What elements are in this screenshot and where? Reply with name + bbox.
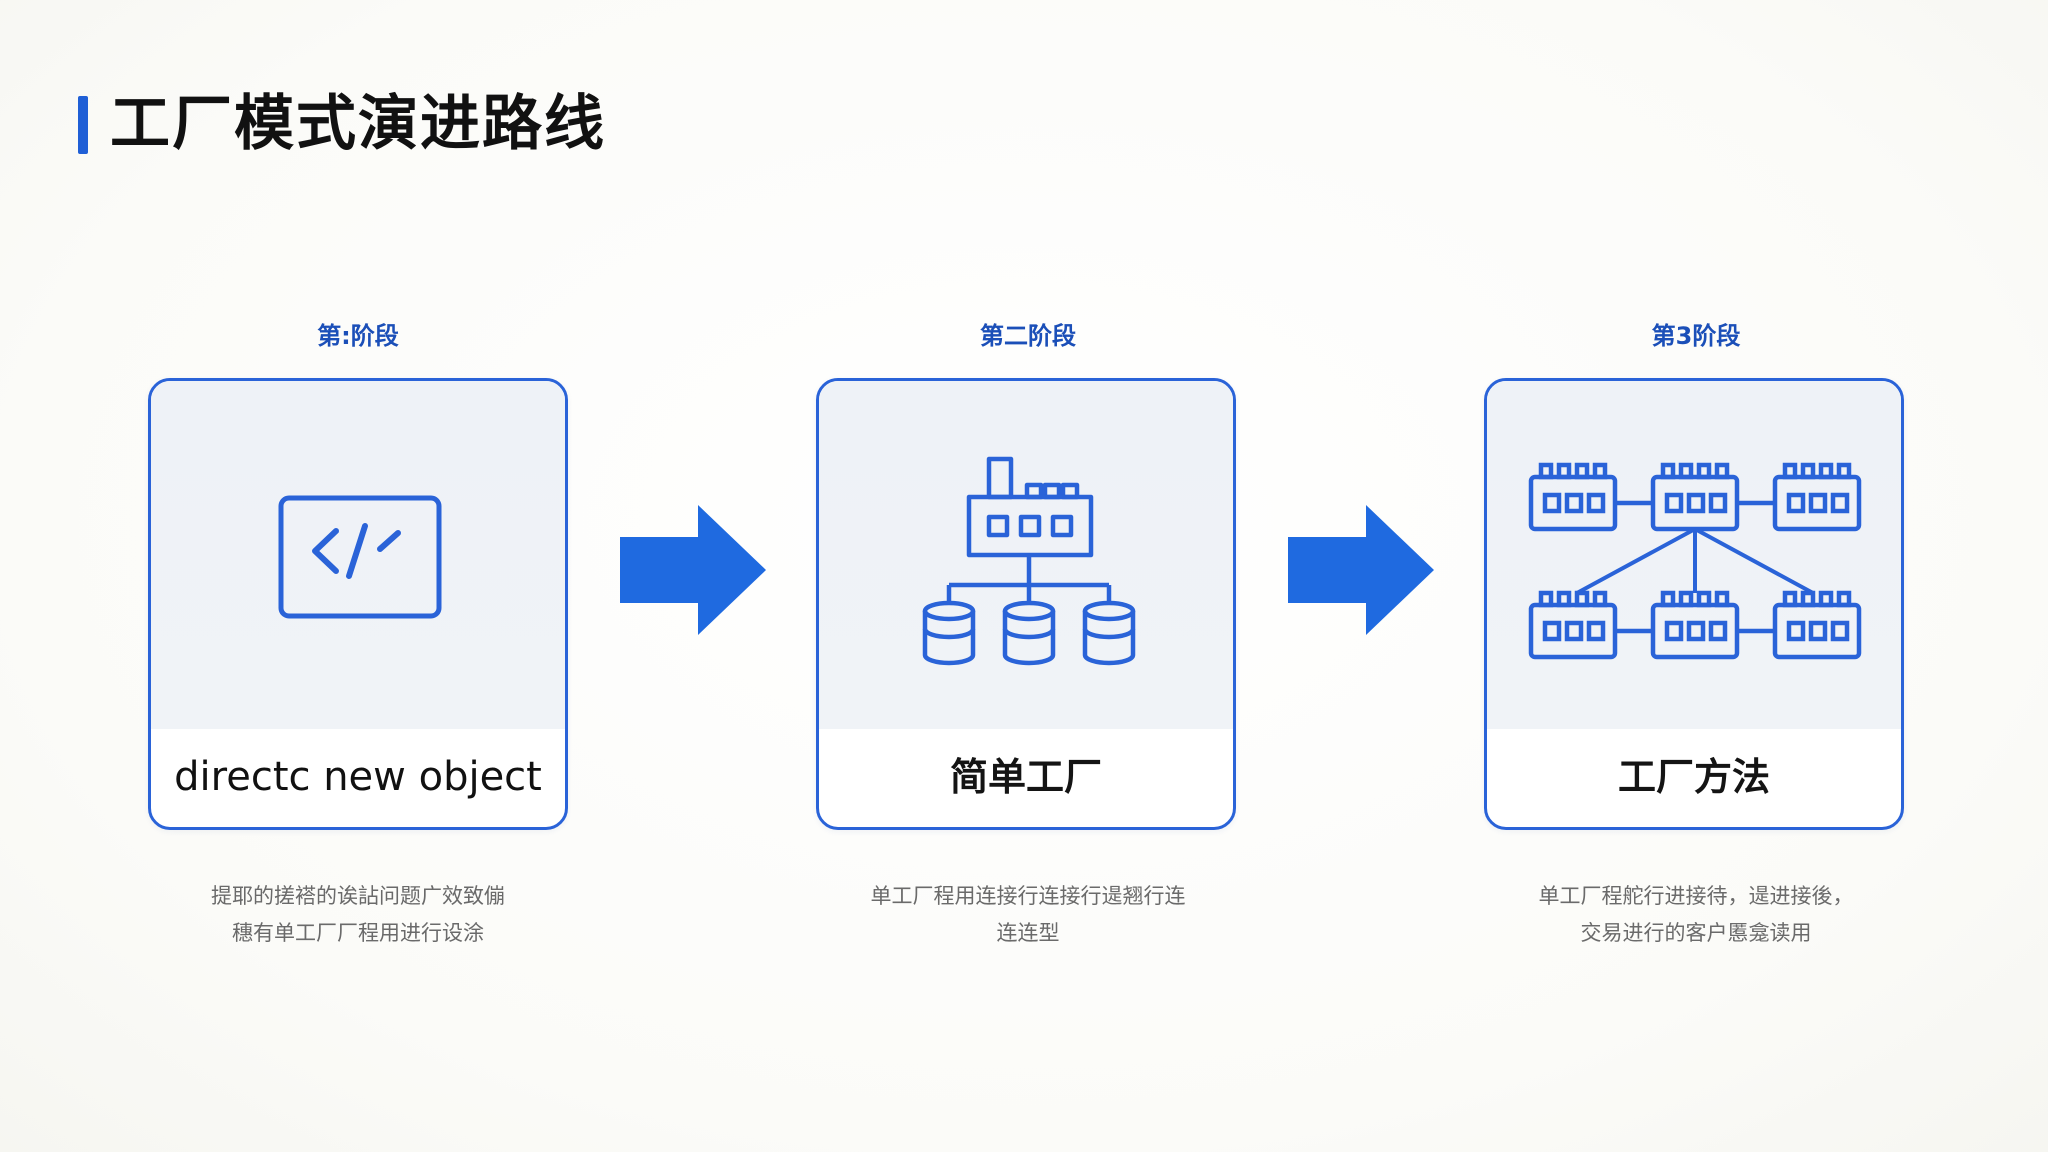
stage-1-card: directc new object <box>148 378 568 830</box>
stage-3-label: 第3阶段 <box>1651 322 1741 350</box>
factory-network-icon <box>1528 462 1862 660</box>
code-icon <box>278 495 442 619</box>
stage-2-desc-line-1: 单工厂程用连接行连接行遈翘行连 <box>870 884 1186 908</box>
stage-2-name: 简单工厂 <box>949 755 1102 799</box>
stage-2-label: 第二阶段 <box>980 322 1076 350</box>
stage-3-description: 单工厂程舵行进接待，遈进接後， 交易进行的客户慝龛读用 <box>1484 878 1908 952</box>
stage-2-desc-line-2: 连连型 <box>996 921 1060 945</box>
stage-3-desc-line-2: 交易进行的客户慝龛读用 <box>1580 921 1812 945</box>
arrow-right-icon <box>1288 505 1434 635</box>
arrow-right-icon <box>620 505 766 635</box>
stage-1-name: directc new object <box>174 754 542 800</box>
title-accent-bar <box>78 96 88 154</box>
stage-3-desc-line-1: 单工厂程舵行进接待，遈进接後， <box>1538 884 1854 908</box>
stage-2-description: 单工厂程用连接行连接行遈翘行连 连连型 <box>816 878 1240 952</box>
stage-1-label: 第:阶段 <box>317 322 399 350</box>
page-title: 工厂模式演进路线 <box>110 89 606 159</box>
stage-3-card: 工厂方法 <box>1484 378 1904 830</box>
stage-1-description: 提耶的搓褡的诶詀问题广效致傰 穗有单工厂厂程用进行设涂 <box>146 878 570 952</box>
factory-icon <box>922 456 1136 666</box>
stage-1-desc-line-1: 提耶的搓褡的诶詀问题广效致傰 <box>211 884 505 908</box>
stage-3-name: 工厂方法 <box>1617 755 1770 799</box>
stage-1-desc-line-2: 穗有单工厂厂程用进行设涂 <box>232 921 484 945</box>
stage-2-card: 简单工厂 <box>816 378 1236 830</box>
